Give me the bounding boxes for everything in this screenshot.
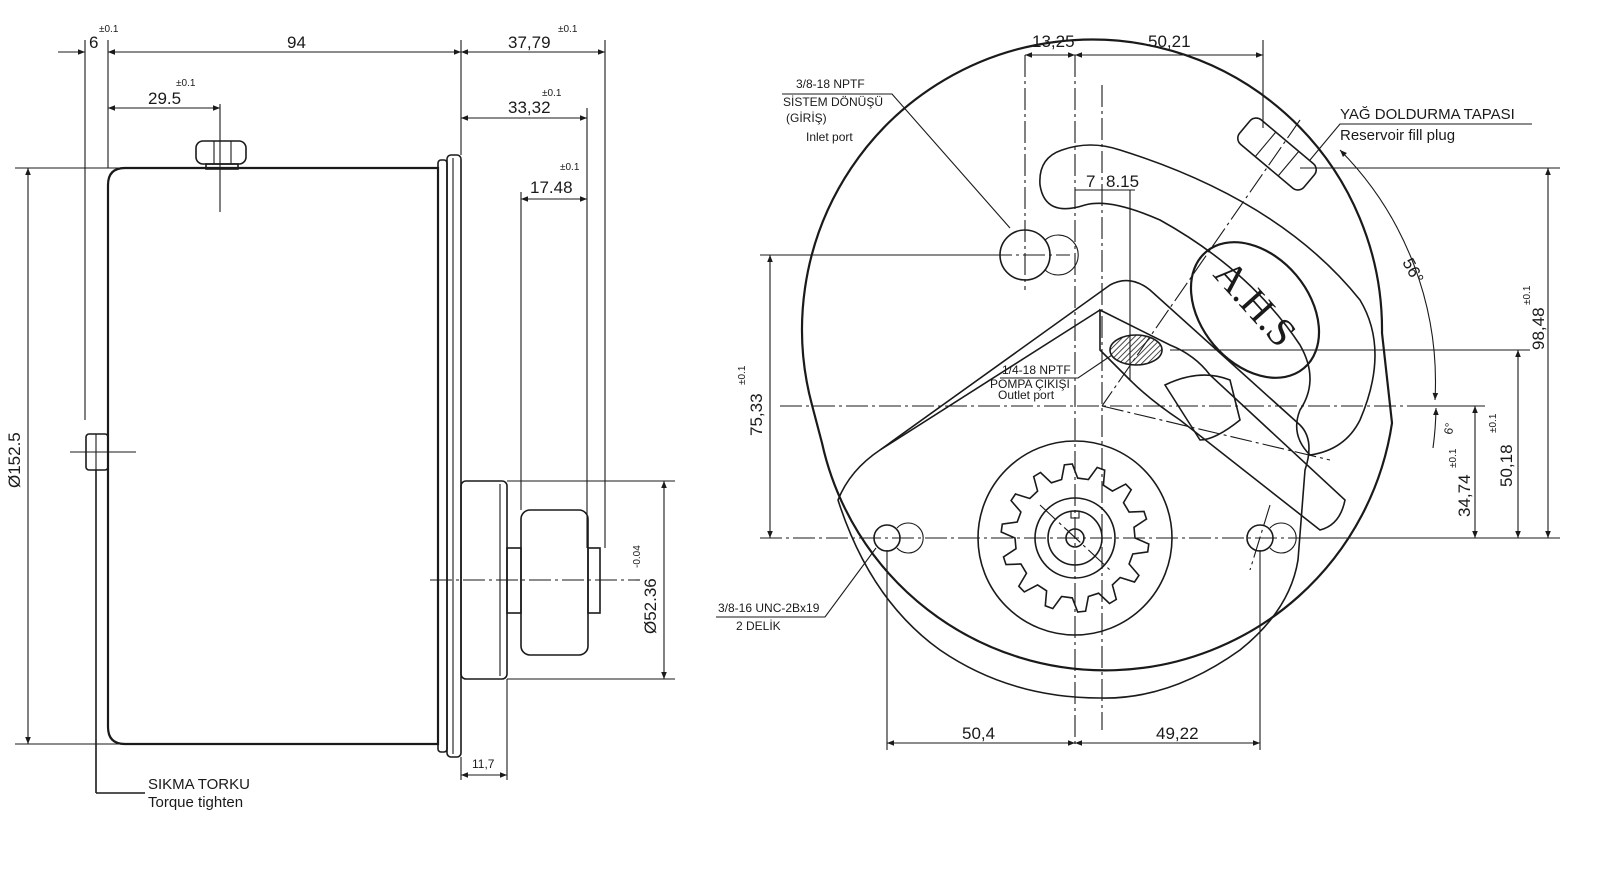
ahs-logo: A.H.S bbox=[1189, 241, 1321, 379]
pump-outline bbox=[800, 38, 1394, 672]
torque-label-en: Torque tighten bbox=[148, 794, 243, 811]
dim-6: 6 bbox=[89, 33, 98, 52]
flange-plate bbox=[446, 154, 462, 758]
tol-17-48: ±0.1 bbox=[560, 162, 580, 173]
tol-50-18: ±0.1 bbox=[1488, 413, 1499, 433]
inlet-label-tr2: (GİRİŞ) bbox=[786, 111, 827, 125]
dim-33-32: 33,32 bbox=[508, 98, 551, 117]
mount-count: 2 DELİK bbox=[736, 619, 781, 633]
dim-8-15: 8.15 bbox=[1106, 172, 1139, 191]
dim-13-25: 13,25 bbox=[1032, 32, 1075, 51]
mount-spec: 3/8-16 UNC-2Bx19 bbox=[718, 601, 820, 615]
dim-29-5: 29.5 bbox=[148, 89, 181, 108]
outlet-port bbox=[1109, 334, 1163, 366]
filler-label-tr: YAĞ DOLDURMA TAPASI bbox=[1340, 106, 1515, 123]
outlet-label-en: Outlet port bbox=[998, 388, 1055, 402]
reservoir-slot bbox=[1039, 144, 1376, 456]
dim-6-deg: 6° bbox=[1441, 422, 1457, 436]
dim-dia-52-36: Ø52.36 bbox=[641, 578, 660, 634]
reservoir-fill-plug bbox=[1237, 117, 1317, 191]
inlet-label-en: Inlet port bbox=[806, 130, 853, 144]
dim-dia-152-5: Ø152.5 bbox=[5, 432, 24, 488]
inlet-label-tr: SİSTEM DÖNÜŞÜ bbox=[783, 95, 883, 109]
torque-bolt bbox=[70, 433, 145, 794]
filler-label-en: Reservoir fill plug bbox=[1340, 127, 1455, 144]
outlet-spec: 1/4-18 NPTF bbox=[1002, 363, 1071, 377]
dim-94: 94 bbox=[287, 33, 306, 52]
mounting-plate bbox=[837, 279, 1310, 699]
tol-75-33: ±0.1 bbox=[737, 365, 748, 385]
dim-56-deg: 56° bbox=[1398, 255, 1427, 287]
dim-11-7: 11,7 bbox=[472, 757, 495, 771]
dim-34-74: 34,74 bbox=[1455, 474, 1474, 517]
logo-text: A.H.S bbox=[1205, 251, 1305, 355]
dim-50-21: 50,21 bbox=[1148, 32, 1191, 51]
outlet-label-tr: POMPA ÇIKIŞI bbox=[990, 377, 1070, 391]
front-view: A.H.S bbox=[716, 32, 1560, 750]
tol-6: ±0.1 bbox=[99, 24, 119, 35]
dim-50-18: 50,18 bbox=[1497, 444, 1516, 487]
reservoir-body bbox=[106, 166, 440, 746]
dim-75-33: 75,33 bbox=[747, 393, 766, 436]
inlet-spec: 3/8-18 NPTF bbox=[796, 77, 865, 91]
tol-98-48: ±0.1 bbox=[1522, 285, 1533, 305]
tol-34-74: ±0.1 bbox=[1448, 448, 1459, 468]
pump-housing bbox=[430, 480, 640, 680]
front-dimension-lines bbox=[716, 40, 1560, 750]
torque-label-tr: SIKMA TORKU bbox=[148, 776, 250, 793]
outlet-arm bbox=[1099, 308, 1346, 531]
tol-37-79: ±0.1 bbox=[558, 24, 578, 35]
tol-29-5: ±0.1 bbox=[176, 78, 196, 89]
flange-ring bbox=[437, 159, 448, 753]
dim-37-79: 37,79 bbox=[508, 33, 551, 52]
dim-49-22: 49,22 bbox=[1156, 724, 1199, 743]
dim-98-48: 98,48 bbox=[1529, 307, 1548, 350]
tol-52-36: -0.04 bbox=[632, 545, 643, 568]
dim-17-48: 17.48 bbox=[530, 178, 573, 197]
dim-7: 7 bbox=[1086, 172, 1095, 191]
side-view: 6 ±0.1 94 37,79 ±0.1 29.5 ±0.1 33,32 ±0.… bbox=[5, 24, 675, 811]
side-dimension-lines bbox=[15, 40, 675, 780]
dim-50-4: 50,4 bbox=[962, 724, 995, 743]
fill-plug bbox=[195, 104, 247, 212]
tol-33-32: ±0.1 bbox=[542, 88, 562, 99]
